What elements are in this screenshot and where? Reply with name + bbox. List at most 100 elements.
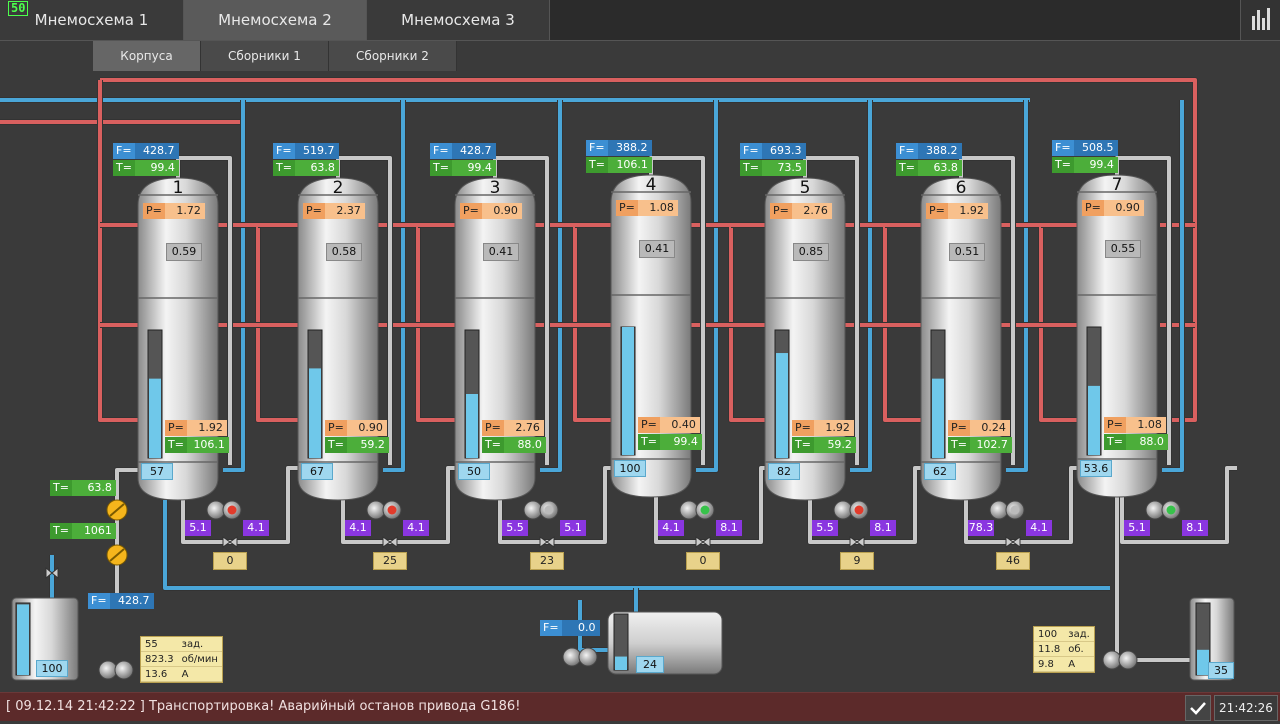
middle-pump (562, 647, 582, 667)
vessel-number-1: 1 (172, 178, 184, 198)
subtab-sborniki-1[interactable]: Сборники 1 (201, 41, 329, 71)
temp-bottom-5: T=59.2 (792, 437, 856, 453)
pump-left-value-4: 4.1 (658, 520, 684, 536)
vessel-number-7: 7 (1111, 175, 1123, 195)
output-pump-info-unit-1: об. (1064, 641, 1094, 657)
vessel-number-2: 2 (332, 178, 344, 198)
outlet-pipe-3 (498, 466, 615, 544)
pressure-top-6: P=1.92 (926, 203, 988, 219)
pressure-top-6-label: P= (926, 203, 948, 219)
feed-flow-value: 428.7 (109, 593, 154, 609)
alarm-message: [ 09.12.14 21:42:22 ] Транспортировка! А… (6, 699, 521, 714)
temp-indicator-4-label: T= (586, 157, 608, 173)
hot-left-pipe (98, 80, 138, 422)
level-fill-2 (309, 368, 321, 458)
temp-indicator-3-label: T= (430, 160, 452, 176)
pressure-top-2-label: P= (303, 203, 325, 219)
temp-bottom-2-value: 59.2 (346, 437, 389, 453)
temp-bottom-3: T=88.0 (482, 437, 546, 453)
tab-mnemo-1[interactable]: Мнемосхема 1 (0, 0, 184, 40)
mid-value-5: 0.85 (793, 243, 829, 261)
motor-status-7 (1166, 505, 1176, 515)
feed-tank-level: 100 (36, 660, 68, 677)
level-value-1: 57 (141, 463, 173, 480)
flow-indicator-3-value: 428.7 (451, 143, 496, 159)
temp-bottom-1: T=106.1 (165, 437, 229, 453)
temp-bottom-6-value: 102.7 (969, 437, 1012, 453)
pressure-bottom-4-value: 0.40 (659, 417, 700, 433)
pressure-bottom-2: P=0.90 (325, 420, 387, 436)
temp-indicator-1-value: 99.4 (134, 160, 179, 176)
temp-indicator-2-value: 63.8 (294, 160, 339, 176)
temp-indicator-5-label: T= (740, 160, 762, 176)
pressure-bottom-5-label: P= (792, 420, 814, 436)
feed-valve (45, 566, 59, 580)
pressure-top-3-value: 0.90 (481, 203, 522, 219)
tab-mnemo-3[interactable]: Мнемосхема 3 (367, 0, 550, 40)
subtab-korpusa[interactable]: Корпуса (93, 41, 201, 71)
level-value-5: 82 (768, 463, 800, 480)
flow-indicator-1: F=428.7 (113, 143, 179, 159)
flow-indicator-2-value: 519.7 (294, 143, 339, 159)
pump-6 (989, 500, 1009, 520)
cold-drop-7 (1162, 100, 1184, 472)
temp-indicator-3-value: 99.4 (451, 160, 496, 176)
acknowledge-button[interactable] (1185, 695, 1211, 721)
mid-value-1: 0.59 (166, 243, 202, 261)
output-tank-level: 35 (1208, 662, 1234, 679)
flow-indicator-5-value: 693.3 (761, 143, 806, 159)
heat-exchanger-1-mark (109, 503, 125, 517)
feed-temp-2-value: 1061 (71, 523, 116, 539)
pump-right-value-1: 4.1 (243, 520, 269, 536)
hot-return-pipe (100, 78, 1197, 422)
pump-left-value-3: 5.5 (502, 520, 528, 536)
level-fill-7 (1088, 385, 1100, 455)
pressure-bottom-4-label: P= (638, 417, 660, 433)
pump-2 (366, 500, 386, 520)
feed-flow-label: F= (88, 593, 110, 609)
pressure-top-1: P=1.72 (143, 203, 205, 219)
pressure-bottom-6-value: 0.24 (969, 420, 1010, 436)
valve-position-4: 0 (686, 552, 720, 570)
flow-indicator-5-label: F= (740, 143, 762, 159)
output-pump-info-unit-0: зад. (1064, 627, 1094, 642)
motor-status-2 (387, 505, 397, 515)
pressure-bottom-3-value: 2.76 (503, 420, 544, 436)
temp-bottom-4-label: T= (638, 434, 660, 450)
feed-pump-info-unit-2: А (177, 666, 222, 682)
pump-1 (206, 500, 226, 520)
temp-bottom-5-value: 59.2 (813, 437, 856, 453)
pressure-top-7-value: 0.90 (1103, 200, 1144, 216)
pressure-bottom-3: P=2.76 (482, 420, 544, 436)
top-bar: Мнемосхема 1 Мнемосхема 2 Мнемосхема 3 5… (0, 0, 1280, 41)
tab-mnemo-2[interactable]: Мнемосхема 2 (184, 0, 367, 40)
level-fill-4 (622, 327, 634, 455)
subtab-sborniki-2[interactable]: Сборники 2 (329, 41, 457, 71)
output-pump-info-unit-2: А (1064, 656, 1094, 672)
motor-status-3 (544, 505, 554, 515)
output-pump-info-value-2: 9.8 (1034, 656, 1065, 672)
valve-6 (1005, 536, 1021, 548)
valve-2 (382, 536, 398, 548)
outlet-pipe-2 (341, 466, 458, 544)
pump-right-value-6: 4.1 (1026, 520, 1052, 536)
pressure-bottom-6-label: P= (948, 420, 970, 436)
flow-indicator-3: F=428.7 (430, 143, 496, 159)
pressure-bottom-4: P=0.40 (638, 417, 700, 433)
flow-indicator-4-value: 388.2 (607, 140, 652, 156)
motor-status-5 (854, 505, 864, 515)
mid-value-6: 0.51 (949, 243, 985, 261)
temp-bottom-1-label: T= (165, 437, 187, 453)
pressure-bottom-2-label: P= (325, 420, 347, 436)
temp-indicator-7: T=99.4 (1052, 157, 1118, 173)
pressure-top-7-label: P= (1082, 200, 1104, 216)
bar-chart-icon (1252, 8, 1270, 30)
feed-flow: F=428.7 (88, 593, 154, 609)
temp-bottom-3-value: 88.0 (503, 437, 546, 453)
pressure-top-4-value: 1.08 (637, 200, 678, 216)
vessel-5 (764, 177, 869, 548)
temp-indicator-6-value: 63.8 (917, 160, 962, 176)
charts-button[interactable] (1240, 0, 1280, 40)
